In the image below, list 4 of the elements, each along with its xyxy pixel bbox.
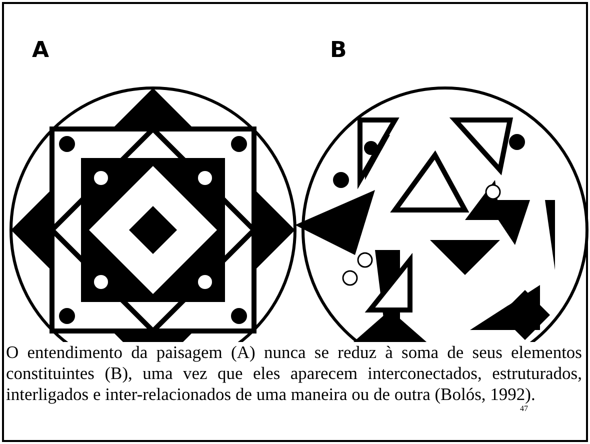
panel-letter: B [330,40,347,62]
panel-letter: A [32,40,50,62]
page-number: 47 [520,405,528,413]
caption: O entendimento da paisagem (A) nunca se reduz à soma de seus elementos constituintes (B), uma vez que eles aparecem interconectados, estruturados, interligados e inter-relacionados de uma maneira ou de outra (Bolós, 1992). [6,342,582,405]
